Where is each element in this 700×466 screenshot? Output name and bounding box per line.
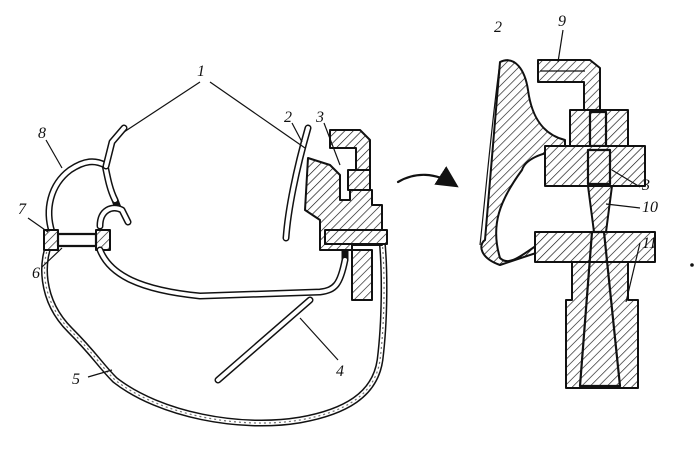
leader-3r [611, 169, 641, 188]
leader-5 [87, 369, 113, 378]
inner-tube [96, 244, 349, 300]
diffuser-bore [578, 230, 622, 388]
label-6: 6 [32, 265, 40, 282]
leader-9 [557, 29, 564, 63]
seal-gasket [56, 232, 98, 248]
clamp-ring-left [43, 229, 59, 251]
leader-1a [123, 81, 201, 133]
label-9: 9 [558, 13, 566, 30]
leader-10 [605, 203, 641, 209]
outer-shell [41, 234, 388, 427]
leader-11 [625, 242, 641, 303]
label-5: 5 [72, 371, 80, 388]
leader-6 [41, 247, 63, 268]
diaphragm-right [480, 59, 566, 266]
body-channel [586, 148, 612, 186]
leader-1b [209, 81, 306, 149]
leader-7 [27, 217, 49, 233]
leader-2 [291, 122, 303, 143]
body-housing [544, 145, 646, 187]
clamp-ring-right [95, 229, 111, 251]
diffuser-tube [565, 261, 639, 389]
leader-4 [299, 317, 339, 361]
valve-body-left [304, 157, 383, 251]
label-3-left: 3 [315, 109, 324, 126]
valve-flange [324, 229, 388, 245]
valve-nozzle [351, 249, 373, 301]
transition-arrow [396, 166, 459, 188]
left-assembly [41, 124, 388, 427]
label-2-right: 2 [494, 19, 502, 36]
label-11: 11 [642, 235, 657, 252]
label-7: 7 [18, 201, 27, 218]
stray-dot [690, 263, 694, 267]
upper-nut [569, 109, 629, 147]
right-assembly [479, 59, 656, 389]
leader-8 [45, 139, 63, 169]
label-8: 8 [38, 125, 46, 142]
elbow-fitting [537, 59, 601, 111]
label-1: 1 [197, 63, 205, 80]
valve-elbow [329, 129, 371, 171]
label-3-right: 3 [641, 177, 650, 194]
jet-nozzle [587, 185, 613, 233]
leader-3 [323, 122, 341, 166]
part-labels: 1 2 3 4 5 6 7 8 2 9 3 10 11 [18, 13, 658, 388]
valve-nut [347, 169, 371, 191]
leader-lines [27, 29, 641, 378]
label-4: 4 [336, 363, 344, 380]
label-10: 10 [642, 199, 658, 216]
diaphragm-outline [479, 61, 501, 246]
label-2-left: 2 [284, 109, 292, 126]
